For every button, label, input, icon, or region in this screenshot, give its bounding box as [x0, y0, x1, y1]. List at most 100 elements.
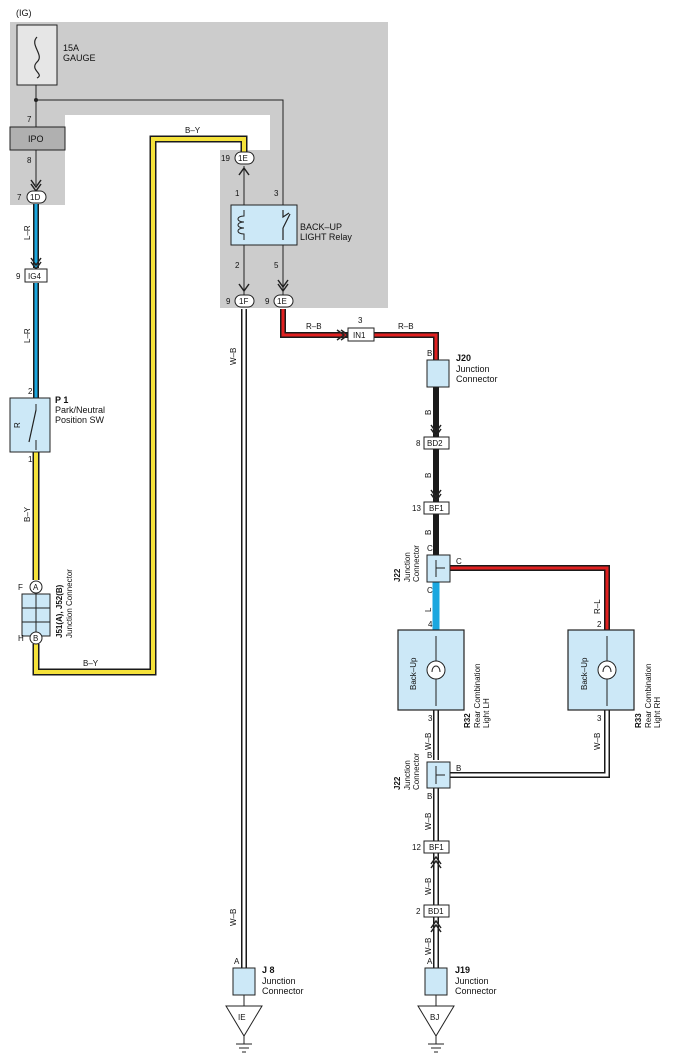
- relay-pin-5: 5: [274, 261, 279, 270]
- wire-label-b-1: B: [424, 410, 433, 415]
- wire-label-w-b-4: W–B: [593, 733, 602, 750]
- connector-bf1-top-label: BF1: [429, 504, 444, 513]
- wire-label-r-b-1: R–B: [306, 322, 322, 331]
- junction-connector-j8: J 8 Junction Connector A IE: [225, 957, 304, 1053]
- j22-top-line2: Connector: [412, 545, 421, 582]
- connector-1e-bottom: 1E 9: [265, 279, 294, 308]
- j20-id: J20: [456, 353, 471, 363]
- wire-label-b-y-1: B–Y: [23, 506, 32, 522]
- ig-source-label: (IG): [16, 8, 32, 18]
- j22-top-pin-right: C: [456, 557, 462, 566]
- connector-bd2: BD2 8: [416, 424, 450, 450]
- connector-ig4: IG4 9: [16, 257, 48, 283]
- backup-light-relay: BACK–UP LIGHT Relay 1 2 3 5: [230, 189, 352, 270]
- connector-1e-bottom-pin: 9: [265, 297, 270, 306]
- r32-line2: Light LH: [482, 698, 491, 728]
- junction-connector-j51: A B F H J51(A), J52(B) Junction Connecto…: [18, 569, 74, 645]
- j22-bottom-line2: Connector: [412, 753, 421, 790]
- wire-label-b-2: B: [424, 473, 433, 478]
- wire-label-w-b-5: W–B: [424, 813, 433, 830]
- r33-pin-top: 2: [597, 620, 602, 629]
- r32-pin-top: 4: [428, 620, 433, 629]
- j19-pin: A: [427, 957, 433, 966]
- connector-bf1-bottom-label: BF1: [429, 843, 444, 852]
- wire-label-l-r-2: L–R: [23, 328, 32, 343]
- j22-bottom-pin-bottom: B: [427, 792, 432, 801]
- wire-label-w-b-6: W–B: [424, 878, 433, 895]
- ipo-label: IPO: [28, 134, 44, 144]
- j20-line2: Connector: [456, 374, 498, 384]
- junction-connector-j20: J20 Junction Connector B: [426, 349, 498, 388]
- j8-line1: Junction: [262, 976, 296, 986]
- wire-label-r-b-2: R–B: [398, 322, 414, 331]
- j22-top-pin-bottom: C: [427, 586, 433, 595]
- j22-top-pin-top: C: [427, 544, 433, 553]
- park-neutral-switch: R P 1 Park/Neutral Position SW 2 1: [9, 387, 105, 464]
- switch-name-line1: Park/Neutral: [55, 405, 105, 415]
- j8-id: J 8: [262, 965, 275, 975]
- connector-1d-pin: 7: [17, 193, 22, 202]
- relay-name-line2: LIGHT Relay: [300, 232, 352, 242]
- wire-w-b-right: [433, 710, 610, 968]
- wire-r-l: [450, 565, 610, 630]
- switch-id: P 1: [55, 395, 68, 405]
- j22-top-id: J22: [393, 568, 402, 582]
- connector-1f-label: 1F: [239, 297, 248, 306]
- junction-connector-j19: J19 Junction Connector A BJ: [417, 957, 497, 1053]
- j51-name: Junction Connector: [65, 569, 74, 638]
- j22-bottom-line1: Junction: [403, 760, 412, 790]
- wire-label-w-b-1: W–B: [229, 348, 238, 365]
- rear-combination-light-rh: Back–Up R33 Rear Combination Light RH 2 …: [567, 620, 662, 728]
- r33-line1: Rear Combination: [644, 664, 653, 728]
- connector-1e-top: 1E 19: [221, 151, 255, 176]
- r32-id: R32: [463, 713, 472, 728]
- j51-tag-b: B: [33, 634, 38, 643]
- ipo-box: IPO 7 8: [9, 115, 66, 165]
- wire-label-l-r-1: L–R: [23, 225, 32, 240]
- wire-label-w-b-2: W–B: [229, 909, 238, 926]
- ipo-pin-in: 7: [27, 115, 32, 124]
- relay-pin-1: 1: [235, 189, 240, 198]
- j20-line1: Junction: [456, 364, 490, 374]
- j19-id: J19: [455, 965, 470, 975]
- j20-pin: B: [427, 349, 432, 358]
- junction-connector-j22-bottom: B B B J22 Junction Connector: [393, 751, 461, 801]
- connector-bf1-bottom-pin: 12: [412, 843, 421, 852]
- fuse-rating: 15A: [63, 43, 79, 53]
- r33-inner-label: Back–Up: [580, 657, 589, 690]
- wire-label-b-y-3: B–Y: [83, 659, 99, 668]
- r32-inner-label: Back–Up: [409, 657, 418, 690]
- r32-line1: Rear Combination: [473, 664, 482, 728]
- connector-1f-pin: 9: [226, 297, 231, 306]
- wire-b-y: [32, 135, 248, 676]
- connector-bd1-label: BD1: [428, 907, 444, 916]
- switch-pin-bot: 1: [28, 455, 33, 464]
- r32-pin-bottom: 3: [428, 714, 433, 723]
- connector-bf1-top: BF1 13: [412, 489, 450, 515]
- connector-bf1-bottom: BF1 12: [412, 840, 450, 869]
- ipo-pin-out: 8: [27, 156, 32, 165]
- connector-bd2-pin: 8: [416, 439, 421, 448]
- wire-label-b-y-2: B–Y: [185, 126, 201, 135]
- relay-pin-2: 2: [235, 261, 240, 270]
- relay-highlight-area: [10, 22, 388, 308]
- connector-1f: 1F 9: [226, 283, 255, 308]
- ground-ie-label: IE: [238, 1013, 246, 1022]
- fuse-name: GAUGE: [63, 53, 96, 63]
- connector-bd2-label: BD2: [427, 439, 443, 448]
- connector-bd1: BD1 2: [416, 904, 450, 933]
- switch-pin-top: 2: [28, 387, 33, 396]
- wire-label-w-b-3: W–B: [424, 733, 433, 750]
- j22-bottom-id: J22: [393, 776, 402, 790]
- connector-1e-top-pin: 19: [221, 154, 230, 163]
- connector-1e-bottom-label: 1E: [277, 297, 287, 306]
- junction-connector-j22-top: C C C J22 Junction Connector: [393, 544, 462, 595]
- connector-bf1-top-pin: 13: [412, 504, 421, 513]
- relay-name-line1: BACK–UP: [300, 222, 342, 232]
- j8-pin: A: [234, 957, 240, 966]
- connector-ig4-label: IG4: [28, 272, 41, 281]
- j22-bottom-pin-top: B: [427, 751, 432, 760]
- switch-inner-label: R: [13, 422, 22, 428]
- j19-line2: Connector: [455, 986, 497, 996]
